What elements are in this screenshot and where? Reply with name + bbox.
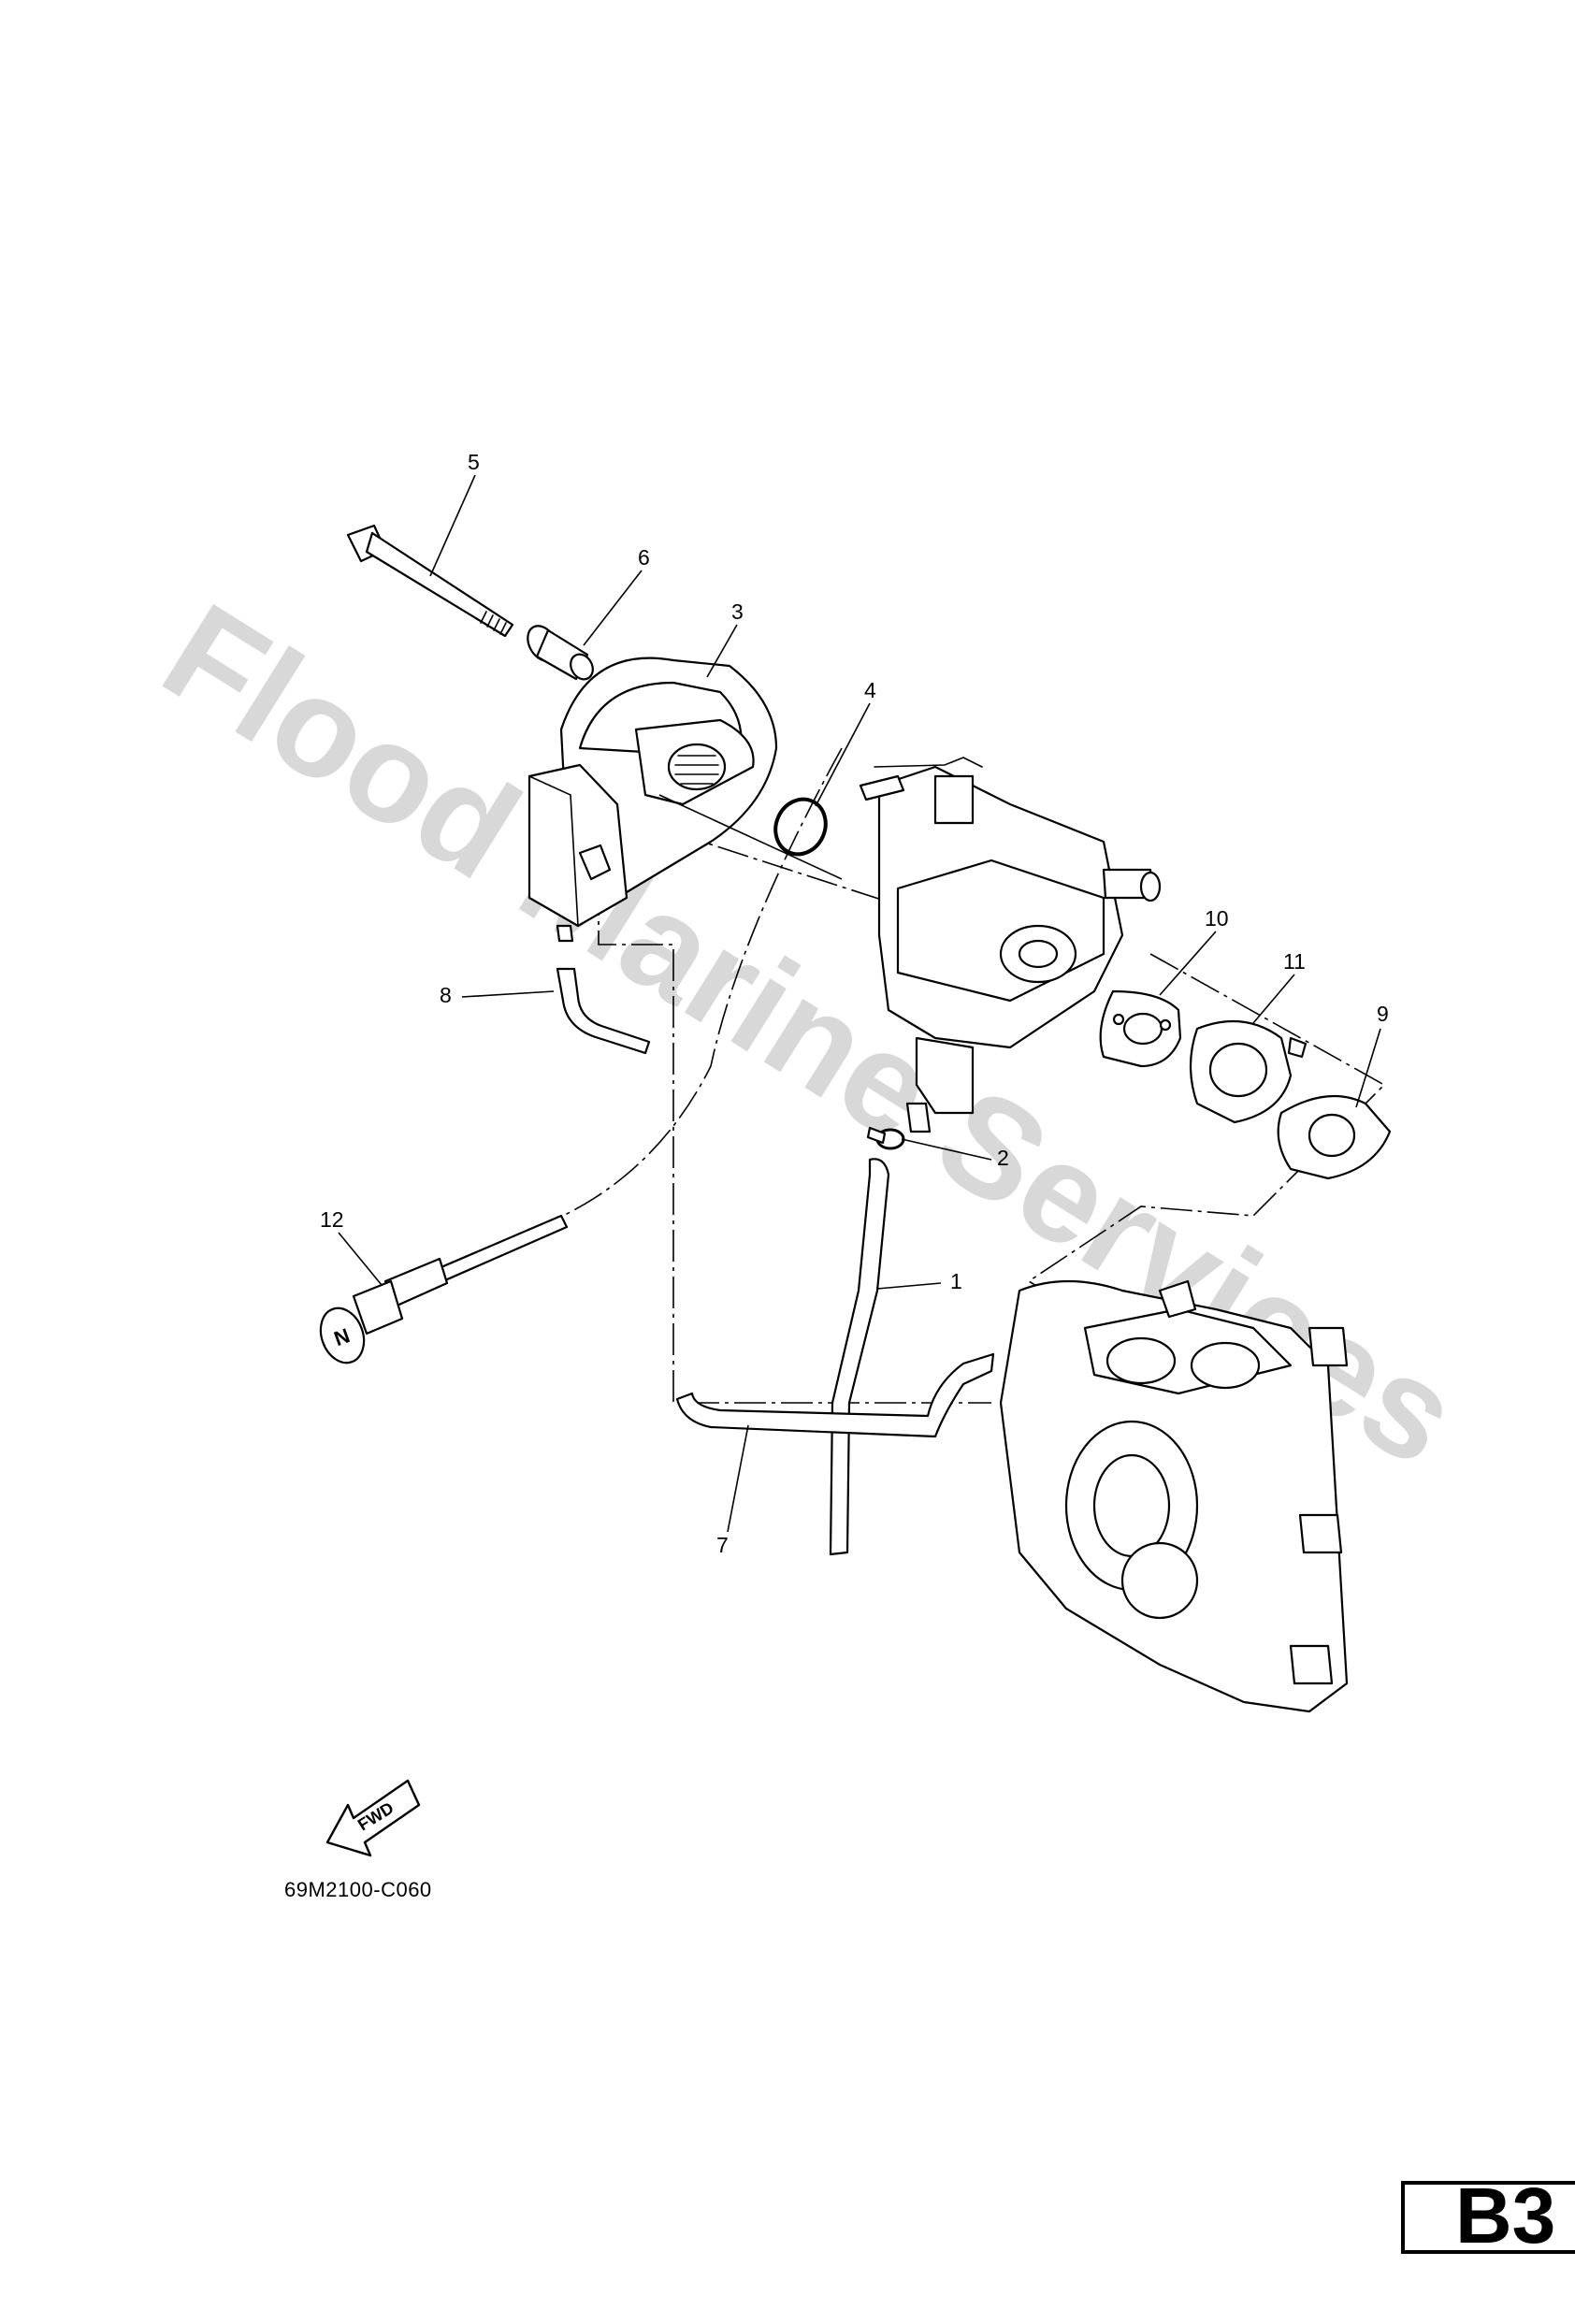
joint-part-11[interactable] [1189, 1019, 1308, 1124]
page-reference-box: B3 [1401, 2172, 1575, 2259]
silencer-part-3[interactable] [527, 657, 843, 928]
callout-6: 6 [638, 545, 650, 570]
hose-part-7[interactable] [675, 1352, 995, 1438]
carburetor-assembly[interactable] [859, 757, 1162, 1133]
gasket-part-10[interactable] [1099, 989, 1182, 1068]
callout-10: 10 [1205, 906, 1229, 931]
callout-5: 5 [468, 450, 480, 474]
hose-part-8[interactable] [556, 924, 651, 1055]
o-ring-part-4[interactable] [767, 791, 834, 862]
callout-labels: 1 2 3 4 5 6 7 8 9 10 11 12 [320, 450, 1389, 1557]
callout-7: 7 [716, 1533, 729, 1557]
callout-11: 11 [1283, 949, 1306, 974]
gasket-part-9[interactable] [1277, 1094, 1392, 1180]
forward-arrow-icon: FWD [325, 1779, 421, 1857]
fuel-hose-part-1[interactable] [829, 1158, 890, 1556]
power-head-assembly [999, 1279, 1349, 1713]
page-reference-label: B3 [1455, 2172, 1555, 2259]
neutral-knob-part-12[interactable]: N [313, 1214, 569, 1369]
callout-1: 1 [950, 1269, 962, 1293]
collar-part-6[interactable] [522, 621, 598, 684]
callout-12: 12 [320, 1207, 344, 1232]
callout-8: 8 [440, 983, 452, 1007]
callout-3: 3 [731, 599, 744, 624]
diagram-code-label: 69M2100-C060 [284, 1878, 432, 1901]
callout-4: 4 [864, 678, 876, 702]
callout-9: 9 [1377, 1002, 1389, 1026]
callout-2: 2 [997, 1146, 1009, 1170]
bolt-part-5[interactable] [346, 524, 514, 638]
